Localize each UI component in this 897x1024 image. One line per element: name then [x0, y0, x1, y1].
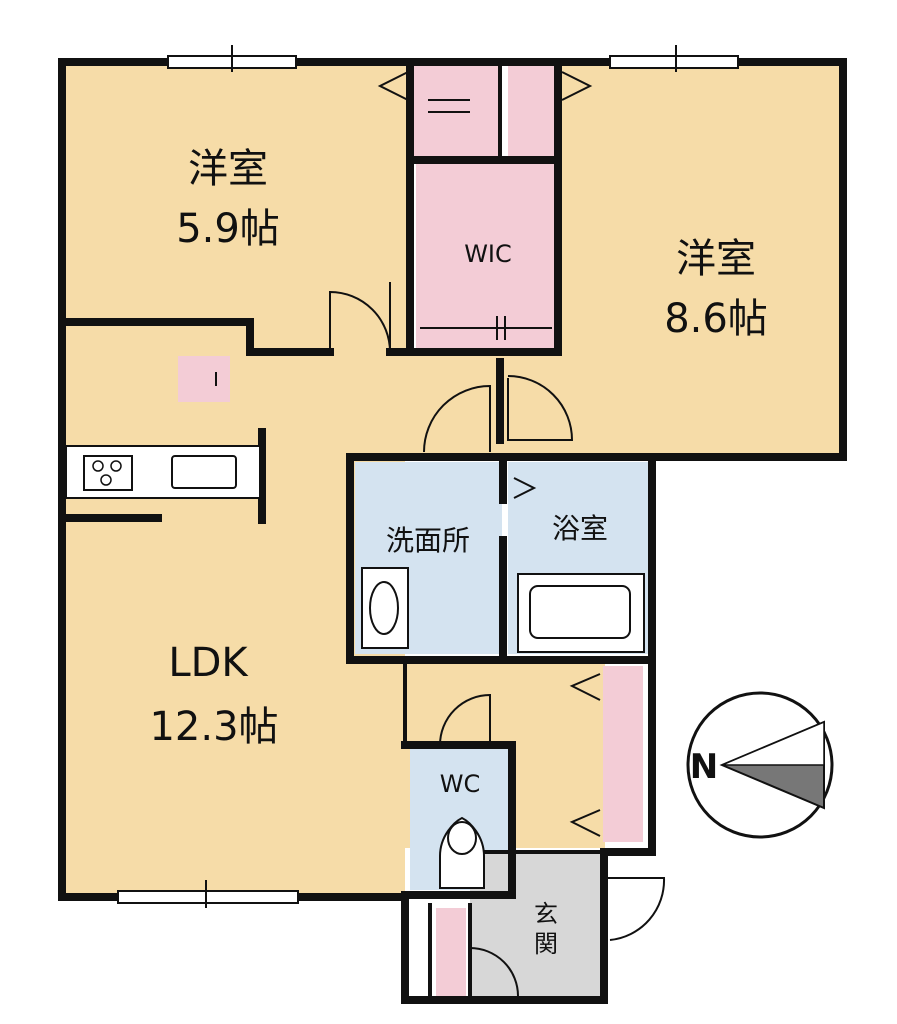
door-western-a [329, 290, 391, 353]
wic-floor [416, 162, 554, 348]
closet-door-a [377, 71, 409, 101]
entrance-floor [470, 852, 604, 996]
room-western-a-size: 5.9帖 [176, 206, 280, 252]
closet-door-d [569, 809, 601, 837]
bathtub-icon [529, 585, 631, 639]
shoe-closet [436, 908, 466, 996]
room-western-b-size: 8.6帖 [664, 296, 768, 342]
bath-door-mark [513, 477, 537, 499]
compass-label: N [690, 747, 718, 787]
wall-wet-block [346, 453, 656, 664]
room-ldk-size: 12.3帖 [149, 704, 278, 750]
stove-burner-1 [92, 460, 104, 472]
window-western-b [609, 55, 739, 69]
room-ldk-name: LDK [168, 640, 249, 686]
room-ldk-floor-ext [250, 352, 500, 457]
door-washroom [423, 384, 491, 453]
stove-burner-2 [110, 460, 122, 472]
door-shoe [469, 947, 519, 997]
toilet-seat [447, 821, 477, 855]
window-ldk [117, 890, 299, 904]
room-entrance-name-top: 玄 [534, 900, 558, 928]
room-wc-name: WC [440, 770, 481, 798]
north-arrow-half [721, 720, 825, 766]
closet-door-c [569, 673, 601, 701]
room-western-b-floor [558, 62, 843, 457]
washbasin-icon [369, 581, 399, 635]
closet-door-b [561, 71, 593, 101]
hall-floor [500, 352, 562, 457]
windows [117, 45, 739, 908]
room-labels: 洋室 5.9帖 洋室 8.6帖 WIC LDK 12.3帖 洗面所 浴室 WC … [149, 146, 767, 958]
door-entrance [604, 877, 666, 941]
wall-western-a-ldk [58, 318, 334, 356]
room-washroom-name: 洗面所 [386, 524, 470, 557]
fridge-space [178, 356, 230, 402]
room-western-b-name: 洋室 [676, 236, 756, 282]
door-wc [439, 693, 491, 746]
closet-corridor [603, 666, 643, 842]
room-bath-name: 浴室 [552, 512, 608, 545]
fixtures [65, 99, 645, 889]
stove-burner-3 [100, 474, 112, 486]
room-western-a-name: 洋室 [188, 146, 268, 192]
wall-wic [406, 156, 562, 356]
compass: N [686, 691, 834, 839]
sink-icon [171, 455, 237, 489]
closet-top-right [508, 66, 560, 158]
room-western-a-floor [62, 62, 407, 322]
room-entrance-name-bottom: 関 [534, 930, 558, 958]
wall-shoe-closet [428, 903, 472, 1002]
door-western-b [507, 375, 574, 441]
wall-wc [401, 741, 516, 899]
doors [329, 71, 666, 997]
room-wic-name: WIC [464, 240, 512, 268]
